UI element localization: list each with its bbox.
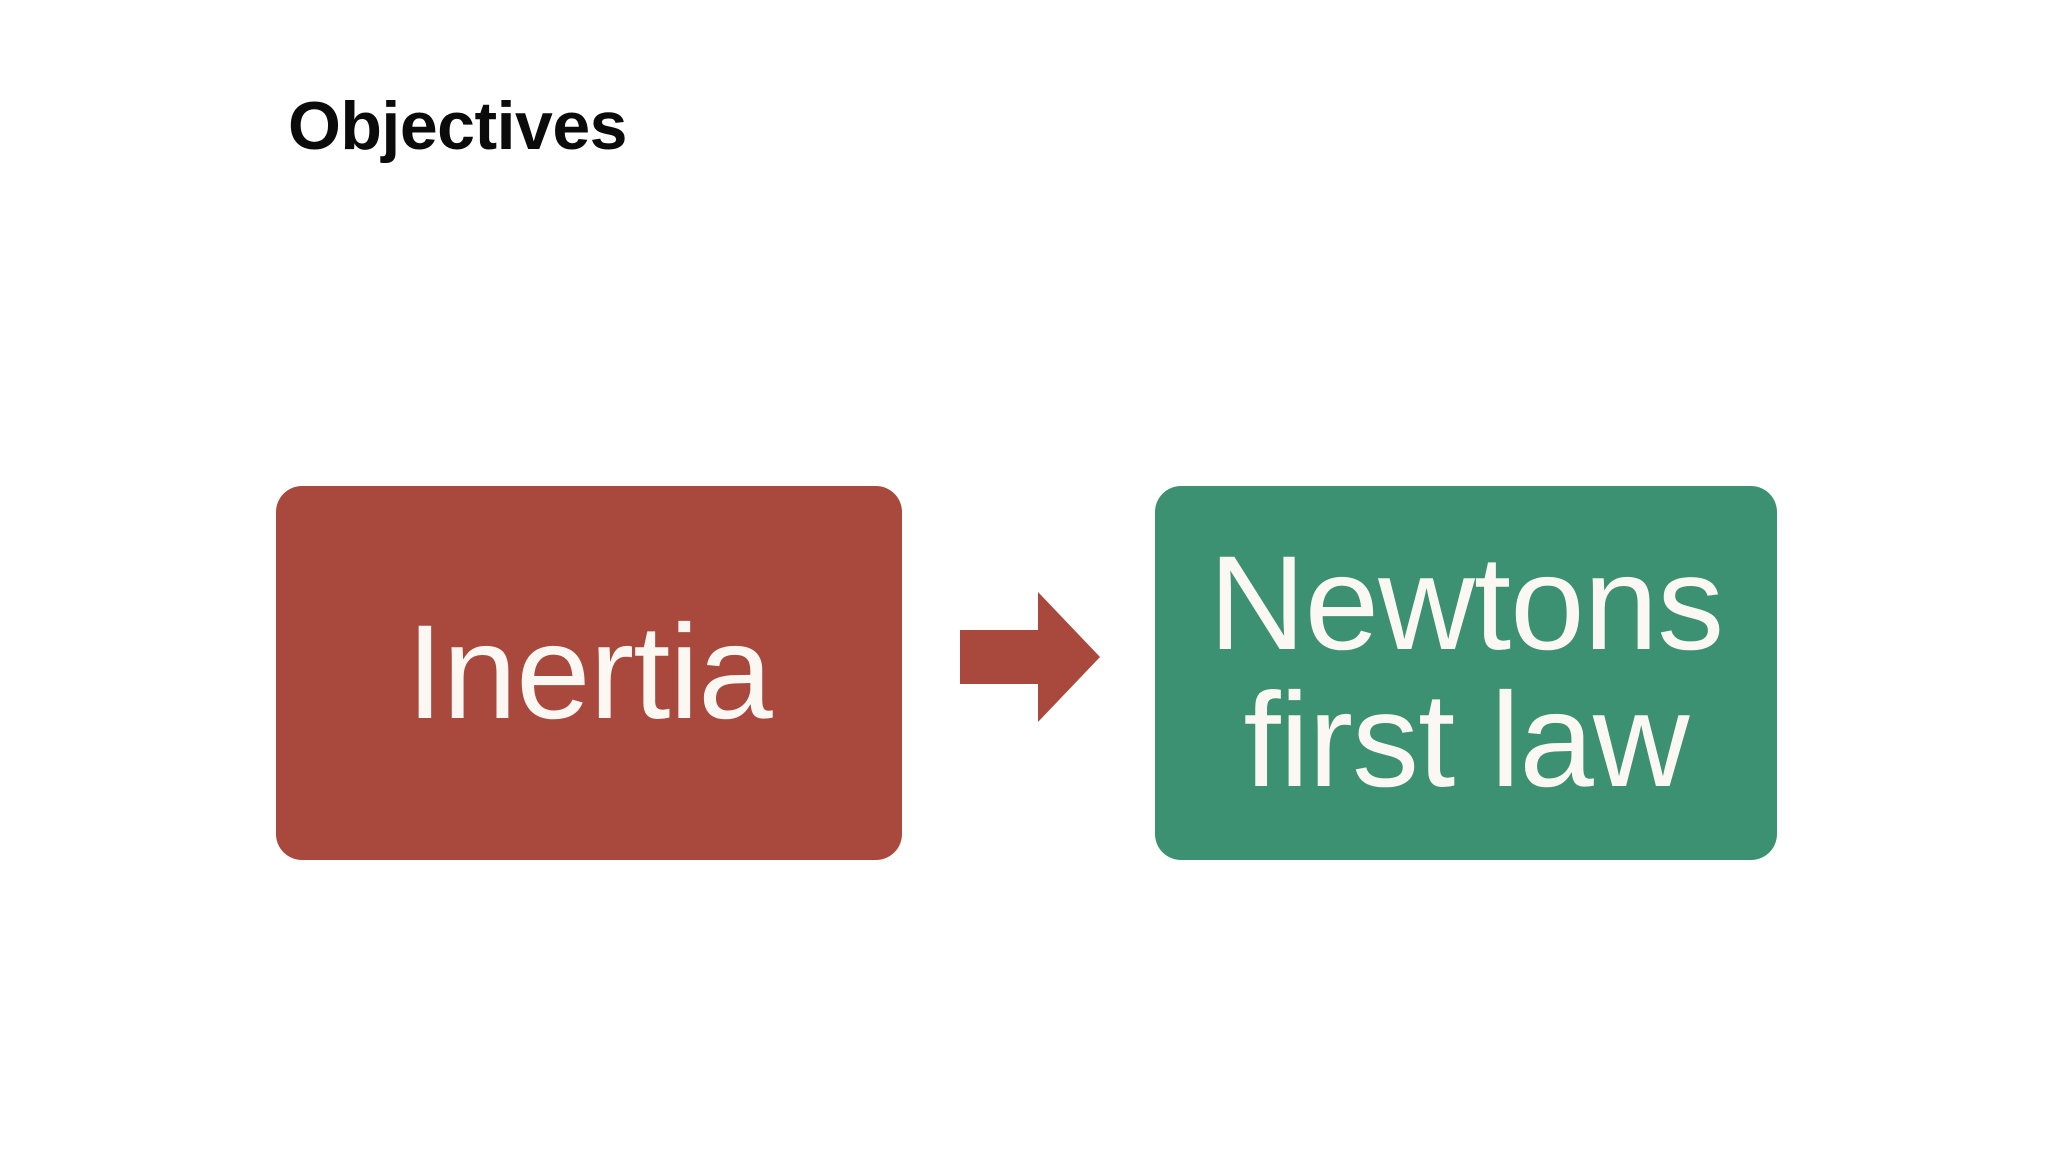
diagram-node-newtons-first-law-label: Newtons first law (1208, 529, 1724, 815)
diagram-node-inertia[interactable]: Inertia (276, 486, 902, 860)
page-title: Objectives (288, 88, 627, 164)
diagram-node-newtons-first-law[interactable]: Newtons first law (1155, 486, 1777, 860)
arrow-right-block-icon (960, 592, 1100, 722)
diagram-node-inertia-label: Inertia (406, 597, 772, 747)
